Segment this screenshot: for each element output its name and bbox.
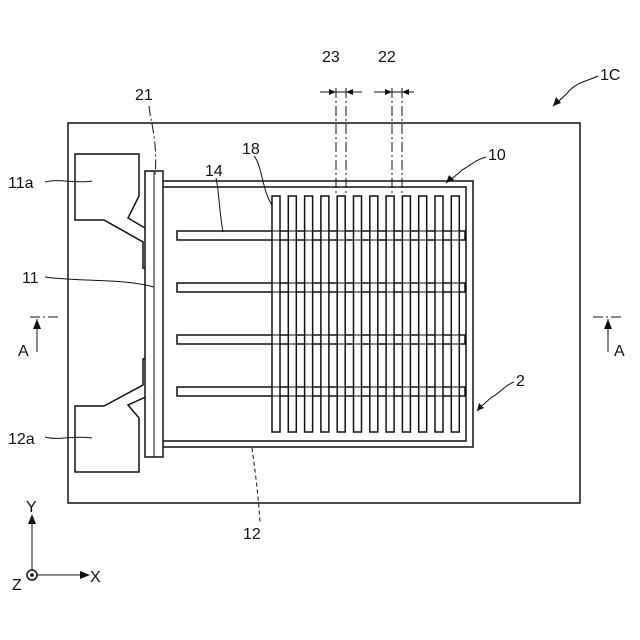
leader-21 <box>149 106 156 176</box>
leader-11 <box>45 277 154 287</box>
label-22: 22 <box>378 49 396 66</box>
label-21: 21 <box>135 87 153 104</box>
label-section-left: A <box>18 343 29 360</box>
pad-11a <box>75 154 150 270</box>
leader-12 <box>252 448 260 522</box>
label-23: 23 <box>322 49 340 66</box>
leader-14 <box>216 178 223 232</box>
label-12: 12 <box>243 526 261 543</box>
label-14: 14 <box>205 163 223 180</box>
section-mark-left <box>30 317 60 352</box>
label-11: 11 <box>22 270 39 287</box>
label-fig: 1C <box>600 67 620 84</box>
axis-label-x: X <box>90 569 101 586</box>
label-2: 2 <box>516 373 525 390</box>
dimension-22 <box>374 88 414 196</box>
pad-12a <box>75 357 150 472</box>
label-section-right: A <box>614 343 625 360</box>
label-18: 18 <box>242 141 260 158</box>
label-10: 10 <box>488 147 506 164</box>
axes-indicator <box>27 514 90 580</box>
dimension-23 <box>320 88 362 196</box>
axis-label-z: Z <box>12 577 22 594</box>
label-11a: 11a <box>8 175 34 192</box>
label-12a: 12a <box>8 431 35 448</box>
axis-label-y: Y <box>26 499 37 516</box>
